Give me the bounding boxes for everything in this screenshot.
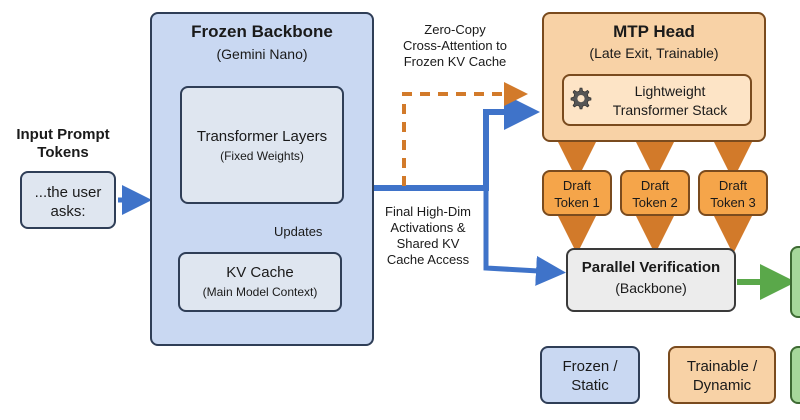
kv-cache-box: KV Cache (Main Model Context) (178, 252, 342, 312)
arrow-backbone-to-mtp (372, 94, 540, 191)
transformer-layers-sub: (Fixed Weights) (220, 149, 304, 163)
input-title: Input Prompt Tokens (16, 126, 110, 161)
verification-sub: (Backbone) (615, 280, 687, 296)
draft-token-1: Draft Token 1 (542, 170, 612, 216)
legend-trainable: Trainable / Dynamic (668, 346, 776, 404)
arrow-zero-copy (402, 82, 528, 186)
kv-cache-sub: (Main Model Context) (202, 285, 318, 299)
legend-output-swatch (790, 346, 800, 404)
stack-line2: Transformer Stack (612, 102, 728, 118)
parallel-verification-box: Parallel Verification (Backbone) (566, 248, 736, 312)
mtp-title: MTP Head (613, 22, 695, 41)
transformer-layers-title: Transformer Layers (196, 128, 328, 145)
draft-token-3: Draft Token 3 (698, 170, 768, 216)
activations-label: Final High-Dim Activations & Shared KV C… (385, 204, 471, 267)
transformer-layers-box: Transformer Layers (Fixed Weights) (180, 86, 344, 204)
verification-title: Parallel Verification (581, 259, 721, 276)
stack-line1: Lightweight (634, 83, 706, 99)
zero-copy-label: Zero-Copy Cross-Attention to Frozen KV C… (402, 22, 508, 69)
input-tokens-box: ...the user asks: (20, 171, 116, 229)
arrow-backbone-to-verification (483, 188, 566, 286)
output-box (790, 246, 800, 318)
backbone-title: Frozen Backbone (191, 22, 333, 41)
mtp-subtitle: (Late Exit, Trainable) (589, 45, 719, 61)
legend-frozen: Frozen / Static (540, 346, 640, 404)
updates-label: Updates (274, 224, 323, 239)
kv-cache-title: KV Cache (226, 264, 294, 281)
gear-icon (570, 87, 592, 110)
draft-token-2: Draft Token 2 (620, 170, 690, 216)
transformer-stack-box: Lightweight Transformer Stack (562, 74, 752, 126)
backbone-subtitle: (Gemini Nano) (216, 46, 308, 62)
